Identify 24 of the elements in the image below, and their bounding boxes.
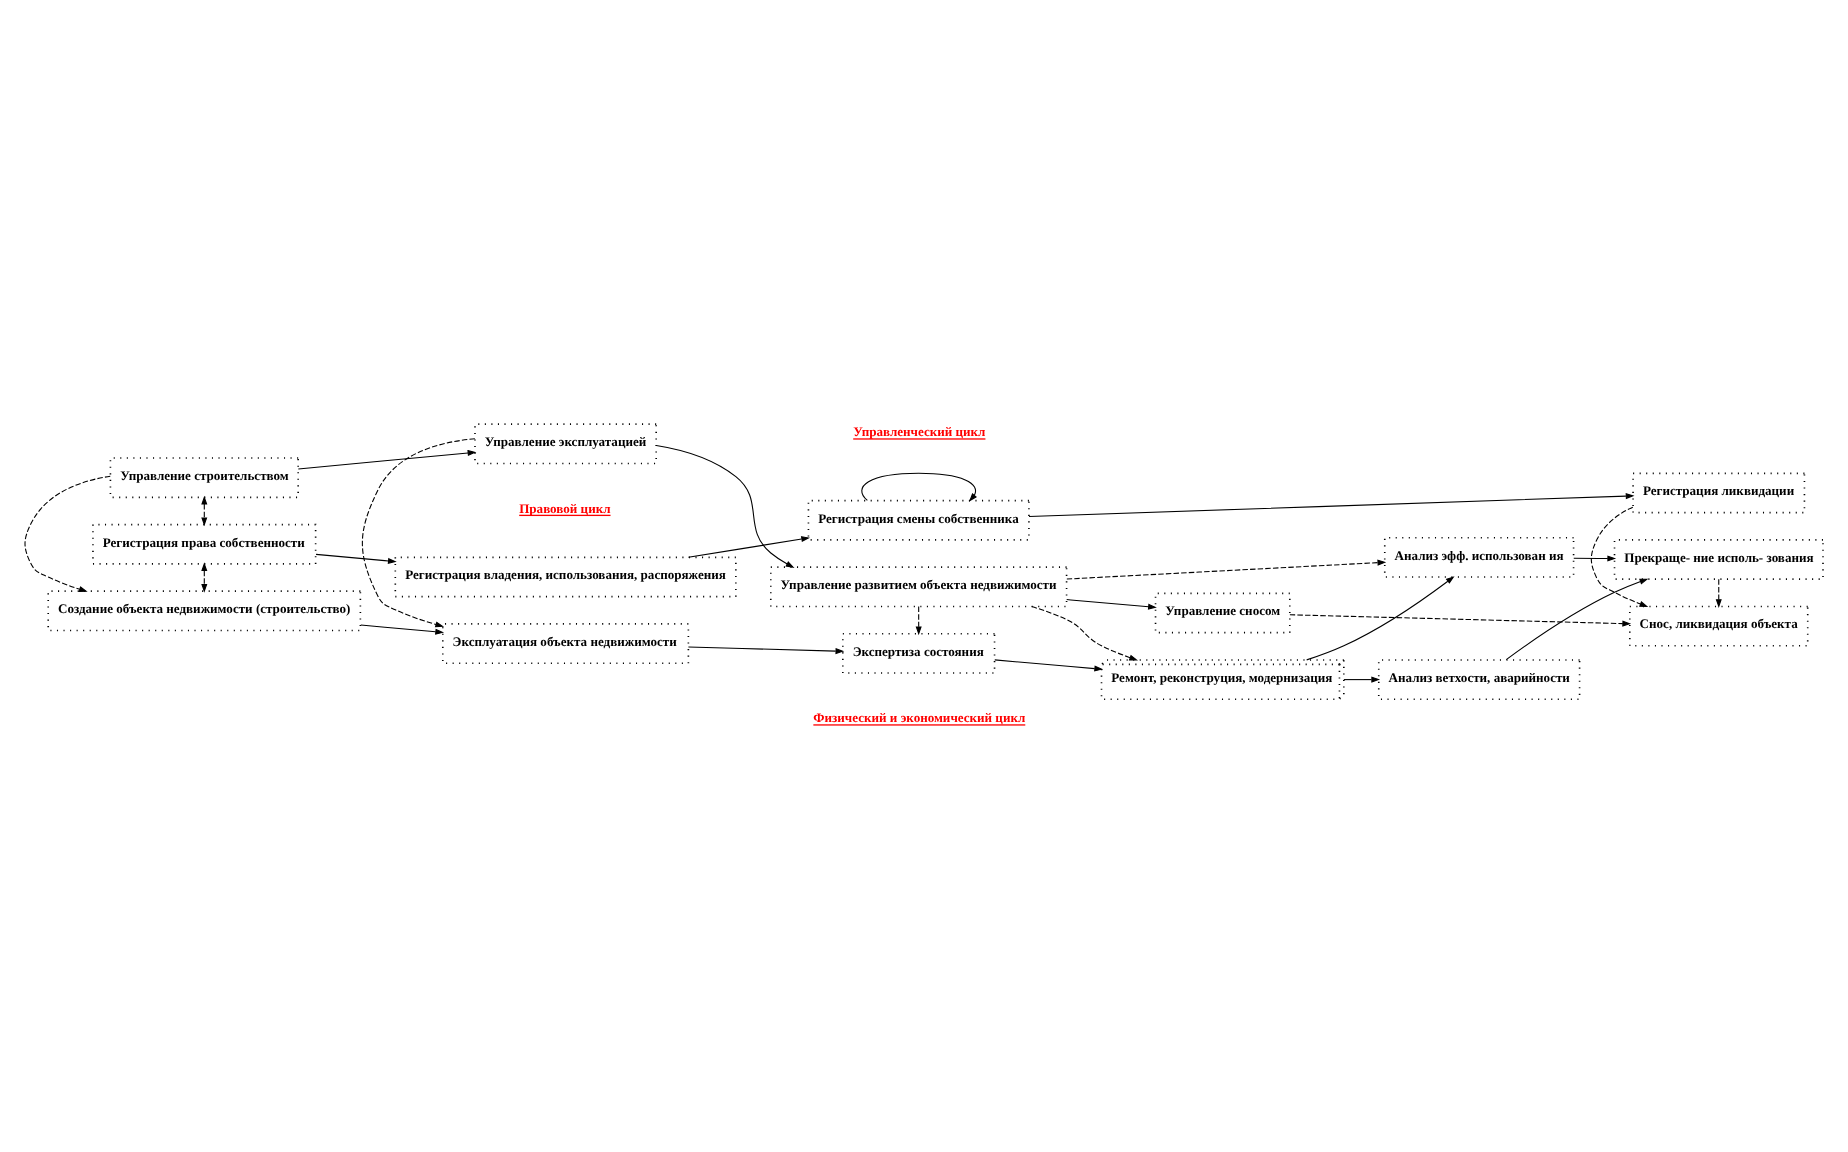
arrow <box>1028 492 1635 517</box>
arrow <box>1505 577 1649 660</box>
arrow <box>687 645 845 654</box>
arrow <box>361 437 476 627</box>
arrow <box>1343 675 1381 682</box>
arrow <box>1289 613 1632 626</box>
arrow <box>1573 554 1617 561</box>
arrow <box>297 448 477 469</box>
arrow <box>1031 604 1139 660</box>
arrow <box>861 471 977 501</box>
arrow <box>1715 577 1722 607</box>
arrow <box>1306 575 1455 660</box>
arrow <box>24 474 111 591</box>
arrow <box>360 623 445 634</box>
arrow <box>201 494 208 526</box>
arrow <box>201 561 208 592</box>
arrow <box>915 605 922 635</box>
arrow <box>1590 505 1649 606</box>
arrow <box>315 552 397 563</box>
arrow <box>1066 598 1157 609</box>
arrow <box>687 535 810 557</box>
arrow <box>994 658 1104 671</box>
arrow <box>1066 558 1387 579</box>
arrow <box>655 443 795 567</box>
